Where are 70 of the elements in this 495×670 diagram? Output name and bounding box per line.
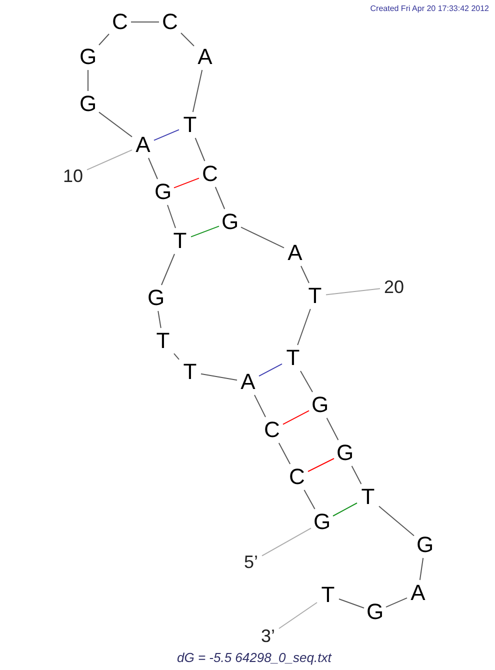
base-letter: G: [414, 532, 436, 558]
backbone-line: [200, 373, 238, 381]
base-pair-line: [332, 502, 358, 516]
backbone-line: [300, 266, 310, 284]
base-letter: A: [132, 132, 154, 158]
backbone-line: [161, 254, 175, 286]
base-letter: A: [284, 240, 306, 266]
backbone-line: [338, 598, 364, 608]
base-letter: T: [282, 345, 304, 371]
base-letter: C: [261, 417, 283, 443]
backbone-line: [297, 308, 311, 346]
backbone-line: [254, 394, 266, 418]
position-number: 20: [380, 276, 408, 298]
base-letter: G: [219, 209, 241, 235]
base-pair-line: [154, 129, 180, 141]
base-letter: T: [317, 582, 339, 608]
backbone-line: [240, 226, 284, 248]
backbone-line: [98, 112, 132, 138]
base-pair-line: [308, 458, 334, 472]
base-letter: C: [159, 9, 181, 35]
backbone-line: [419, 558, 424, 580]
base-pair-line: [282, 410, 310, 425]
base-letter: G: [364, 599, 386, 625]
backbone-line: [148, 158, 158, 180]
base-letter: C: [109, 9, 131, 35]
backbone-line: [214, 186, 226, 210]
backbone-line: [300, 370, 313, 392]
backbone-line: [167, 204, 176, 228]
backbone-line: [192, 70, 203, 112]
base-letter: T: [169, 228, 191, 254]
timestamp-text: Created Fri Apr 20 17:33:42 2012: [370, 4, 489, 13]
backbone-line: [386, 597, 408, 608]
leader-line: [326, 288, 380, 296]
backbone-line: [326, 418, 339, 440]
leader-line: [86, 149, 132, 170]
base-letter: A: [237, 369, 259, 395]
backbone-line: [304, 490, 316, 510]
caption-text: dG = -5.5 64298_0_seq.txt: [177, 650, 332, 665]
base-letter: T: [152, 328, 174, 354]
backbone-line: [158, 310, 162, 328]
base-letter: A: [407, 580, 429, 606]
base-letter: A: [194, 44, 216, 70]
base-letter: G: [152, 179, 174, 205]
backbone-line: [180, 32, 194, 46]
backbone-line: [378, 506, 414, 536]
strand-end-label: 5’: [240, 551, 262, 573]
base-letter: T: [304, 283, 326, 309]
base-pair-line: [190, 226, 220, 238]
backbone-line: [98, 34, 110, 46]
base-letter: G: [77, 44, 99, 70]
base-pair-line: [174, 178, 200, 188]
backbone-line: [194, 138, 206, 162]
base-letter: T: [357, 484, 379, 510]
base-letter: T: [179, 112, 201, 138]
base-letter: G: [145, 285, 167, 311]
base-letter: T: [179, 359, 201, 385]
leader-line: [262, 528, 312, 556]
base-pair-line: [258, 363, 282, 377]
backbone-line: [278, 442, 291, 464]
base-letter: G: [334, 440, 356, 466]
backbone-line: [174, 353, 180, 360]
strand-end-label: 3’: [257, 625, 279, 647]
base-letter: G: [311, 509, 333, 535]
base-letter: C: [199, 161, 221, 187]
base-letter: G: [77, 91, 99, 117]
backbone-line: [351, 466, 362, 484]
position-number: 10: [59, 165, 87, 187]
base-letter: C: [286, 464, 308, 490]
leader-line: [278, 602, 318, 629]
base-letter: G: [309, 392, 331, 418]
